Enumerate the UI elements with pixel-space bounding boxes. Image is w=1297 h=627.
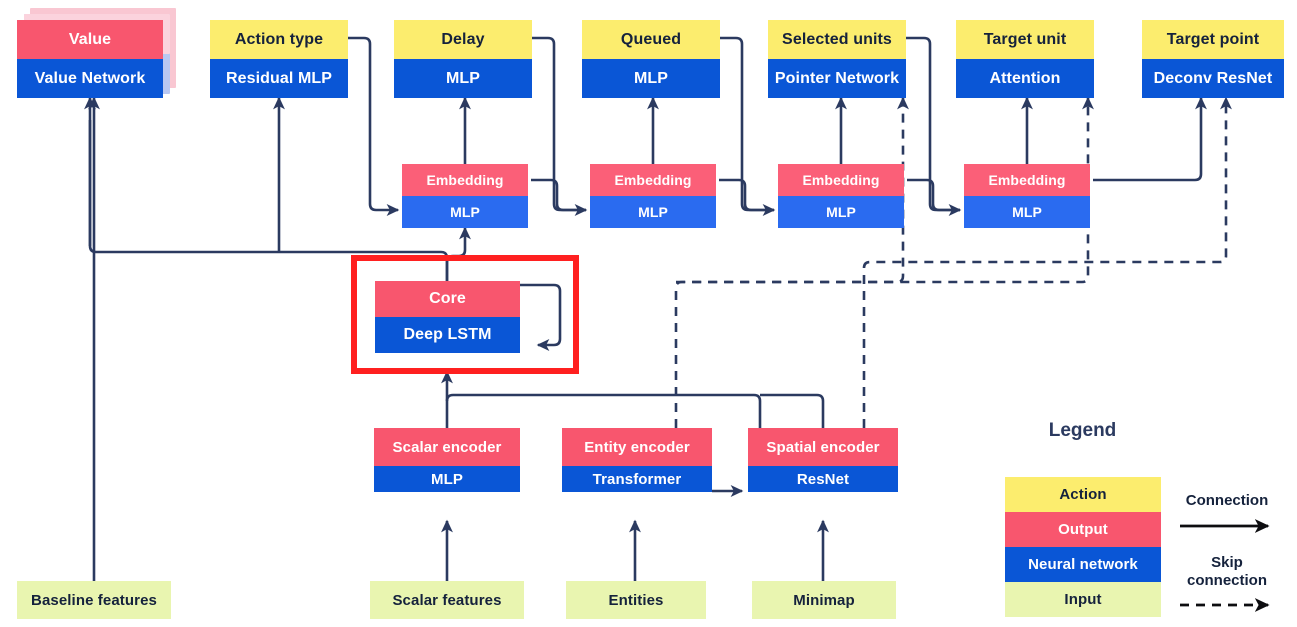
encoder-entity-network: Transformer — [562, 466, 712, 492]
head-target-unit[interactable]: Target unit Attention — [956, 20, 1094, 98]
wire-encoderbus-right — [760, 393, 825, 428]
encoder-spatial-output: Spatial encoder — [748, 428, 898, 466]
embedding-selected-units-output: Embedding — [778, 164, 904, 196]
embedding-delay-network: MLP — [402, 196, 528, 228]
head-value-action: Value — [17, 20, 163, 59]
encoder-entity-output: Entity encoder — [562, 428, 712, 466]
input-minimap[interactable]: Minimap — [752, 581, 896, 619]
wire-embqueued-to-embselected — [719, 178, 774, 212]
core-network-label: Deep LSTM — [375, 317, 520, 353]
embedding-delay-output: Embedding — [402, 164, 528, 196]
wire-embselected-to-embtarget — [907, 178, 960, 212]
legend-swatches: Action Output Neural network Input — [1005, 477, 1161, 617]
encoder-scalar-output: Scalar encoder — [374, 428, 520, 466]
embedding-queued-network: MLP — [590, 196, 716, 228]
wire-actiontype-to-emb-delay — [348, 36, 400, 216]
head-queued-network: MLP — [582, 59, 720, 98]
legend-swatch-neural-network: Neural network — [1005, 547, 1161, 582]
core-output-label: Core — [375, 281, 520, 317]
embedding-queued[interactable]: Embedding MLP — [590, 164, 716, 228]
wire-embdelay-to-embqueued — [531, 178, 586, 212]
legend-skip-label-line1: Skip — [1211, 554, 1243, 571]
wire-embtarget-to-targetpoint — [1093, 96, 1207, 182]
embedding-target-unit-network: MLP — [964, 196, 1090, 228]
head-selected-units-network: Pointer Network — [768, 59, 906, 98]
wire-selectedunits-to-emb-target — [906, 36, 962, 216]
head-queued-action: Queued — [582, 20, 720, 59]
core-highlight-box — [351, 255, 579, 374]
head-value-network: Value Network — [17, 59, 163, 98]
legend-swatch-input: Input — [1005, 582, 1161, 617]
head-queued[interactable]: Queued MLP — [582, 20, 720, 98]
head-selected-units-action: Selected units — [768, 20, 906, 59]
legend-swatch-output: Output — [1005, 512, 1161, 547]
input-baseline-features[interactable]: Baseline features — [17, 581, 171, 619]
input-entities[interactable]: Entities — [566, 581, 706, 619]
head-delay-network: MLP — [394, 59, 532, 98]
head-action-type[interactable]: Action type Residual MLP — [210, 20, 348, 98]
head-target-unit-network: Attention — [956, 59, 1094, 98]
head-delay[interactable]: Delay MLP — [394, 20, 532, 98]
encoder-scalar[interactable]: Scalar encoder MLP — [374, 428, 520, 492]
head-target-point-network: Deconv ResNet — [1142, 59, 1284, 98]
embedding-selected-units-network: MLP — [778, 196, 904, 228]
legend-swatch-action: Action — [1005, 477, 1161, 512]
head-target-unit-action: Target unit — [956, 20, 1094, 59]
encoder-spatial[interactable]: Spatial encoder ResNet — [748, 428, 898, 492]
head-action-type-network: Residual MLP — [210, 59, 348, 98]
head-value[interactable]: Value Value Network — [17, 20, 163, 98]
wire-delay-to-emb-queued — [532, 36, 588, 216]
encoder-scalar-network: MLP — [374, 466, 520, 492]
embedding-queued-output: Embedding — [590, 164, 716, 196]
legend-skip-label-line2: connection — [1186, 572, 1267, 589]
head-selected-units[interactable]: Selected units Pointer Network — [768, 20, 906, 98]
encoder-spatial-network: ResNet — [748, 466, 898, 492]
embedding-selected-units[interactable]: Embedding MLP — [778, 164, 904, 228]
skip-spatial-to-targetpoint — [862, 96, 1232, 428]
head-target-point-action: Target point — [1142, 20, 1284, 59]
wire-queued-to-emb-selected — [720, 36, 776, 216]
input-scalar-features[interactable]: Scalar features — [370, 581, 524, 619]
core-block[interactable]: Core Deep LSTM — [375, 281, 520, 353]
embedding-target-unit-output: Embedding — [964, 164, 1090, 196]
legend-connection-label: Connection — [1185, 492, 1269, 509]
head-target-point[interactable]: Target point Deconv ResNet — [1142, 20, 1284, 98]
encoder-entity[interactable]: Entity encoder Transformer — [562, 428, 712, 492]
legend-title: Legend — [1048, 420, 1117, 441]
wire-encoderbus-left — [445, 393, 762, 428]
head-delay-action: Delay — [394, 20, 532, 59]
head-action-type-action: Action type — [210, 20, 348, 59]
embedding-target-unit[interactable]: Embedding MLP — [964, 164, 1090, 228]
embedding-delay[interactable]: Embedding MLP — [402, 164, 528, 228]
skip-entity-to-targetunit — [674, 96, 1094, 428]
